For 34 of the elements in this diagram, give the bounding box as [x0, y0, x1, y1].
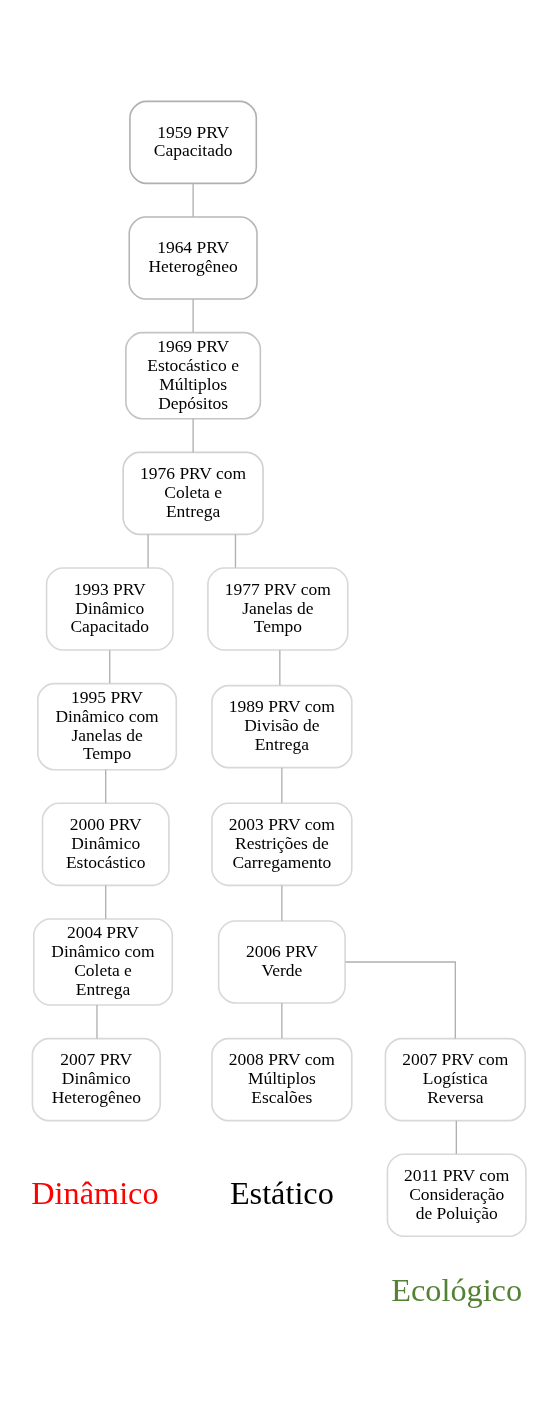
node-box: 1959 PRV Capacitado — [129, 100, 258, 185]
node-box: 1969 PRV Estocástico e Múltiplos Depósitos — [125, 331, 262, 420]
node-box: 1977 PRV com Janelas de Tempo — [207, 567, 349, 651]
node-box: 2007 PRV com Logística Reversa — [384, 1037, 527, 1122]
connector — [281, 884, 283, 922]
connector — [455, 1120, 457, 1155]
node-box: 2011 PRV com Consideração de Poluição — [386, 1153, 527, 1238]
node-box: 2008 PRV com Múltiplos Escalões — [211, 1037, 353, 1122]
node-box: 1995 PRV Dinâmico com Janelas de Tempo — [37, 682, 178, 771]
connector — [234, 533, 237, 569]
node-box: 2004 PRV Dinâmico com Coleta e Entrega — [32, 918, 174, 1006]
connector — [105, 884, 107, 920]
node-box: 1989 PRV com Divisão de Entrega — [211, 684, 353, 769]
connector — [281, 1002, 283, 1039]
connector — [96, 1004, 98, 1040]
connector — [281, 767, 283, 804]
node-box: 2003 PRV com Restrições de Carregamento — [211, 802, 353, 887]
node-box: 1964 PRV Heterogêneo — [128, 216, 258, 300]
connector — [192, 182, 194, 218]
connector — [192, 418, 194, 453]
node-box: 2006 PRV Verde — [217, 920, 346, 1004]
connector — [344, 961, 456, 1040]
node-box: 2000 PRV Dinâmico Estocástico — [41, 802, 170, 887]
label: Dinâmico — [31, 1174, 159, 1211]
label: Ecológico — [391, 1272, 523, 1309]
connector — [147, 533, 149, 569]
label: Estático — [229, 1174, 334, 1211]
connector — [192, 298, 194, 334]
node-box: 1976 PRV com Coleta e Entrega — [122, 451, 264, 536]
connector — [279, 649, 281, 686]
node-box: 1993 PRV Dinâmico Capacitado — [45, 567, 174, 651]
connector — [105, 769, 107, 804]
node-box: 2007 PRV Dinâmico Heterogêneo — [31, 1037, 161, 1122]
connector — [109, 649, 111, 684]
